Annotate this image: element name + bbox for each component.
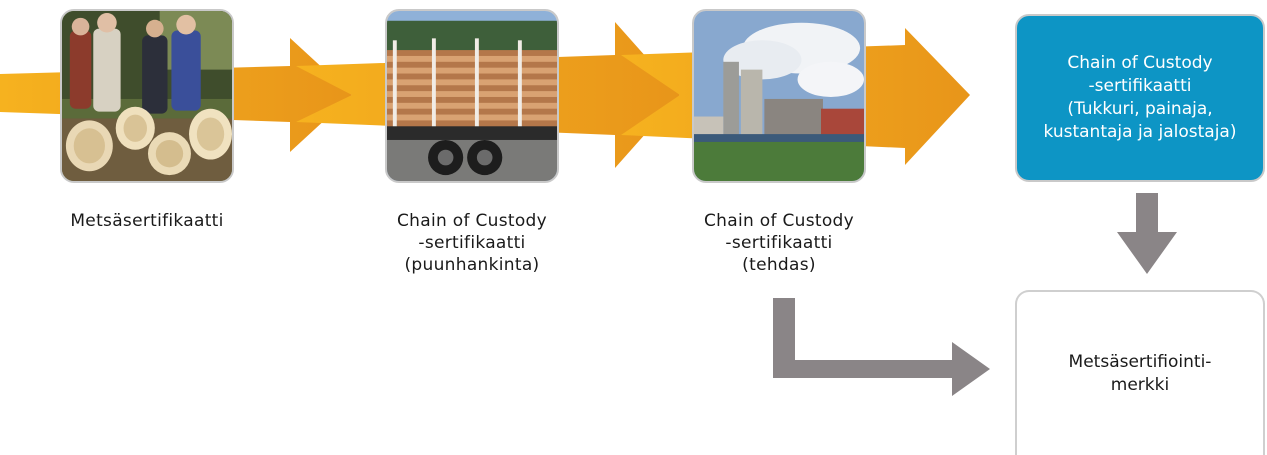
log-truck-photo — [385, 9, 559, 183]
paper-mill-photo — [692, 9, 866, 183]
forest-people-with-logs-image — [62, 11, 232, 181]
step-label-coc-mill: Chain of Custody -sertifikaatti (tehdas) — [704, 211, 854, 275]
forest-certificate-photo — [60, 9, 234, 183]
log-truck-image — [387, 11, 557, 181]
paper-mill-image — [694, 11, 864, 181]
gray-connector-arrow — [773, 298, 990, 396]
final-coc-certificate-box: Chain of Custody -sertifikaatti (Tukkuri… — [1015, 14, 1265, 182]
forest-certification-label-box: Metsäsertifiointi- merkki — [1015, 290, 1265, 455]
step-label-forest-certificate: Metsäsertifikaatti — [70, 211, 224, 231]
step-label-coc-wood-procurement: Chain of Custody -sertifikaatti (puunhan… — [397, 211, 547, 275]
gray-down-arrow — [1117, 193, 1177, 274]
